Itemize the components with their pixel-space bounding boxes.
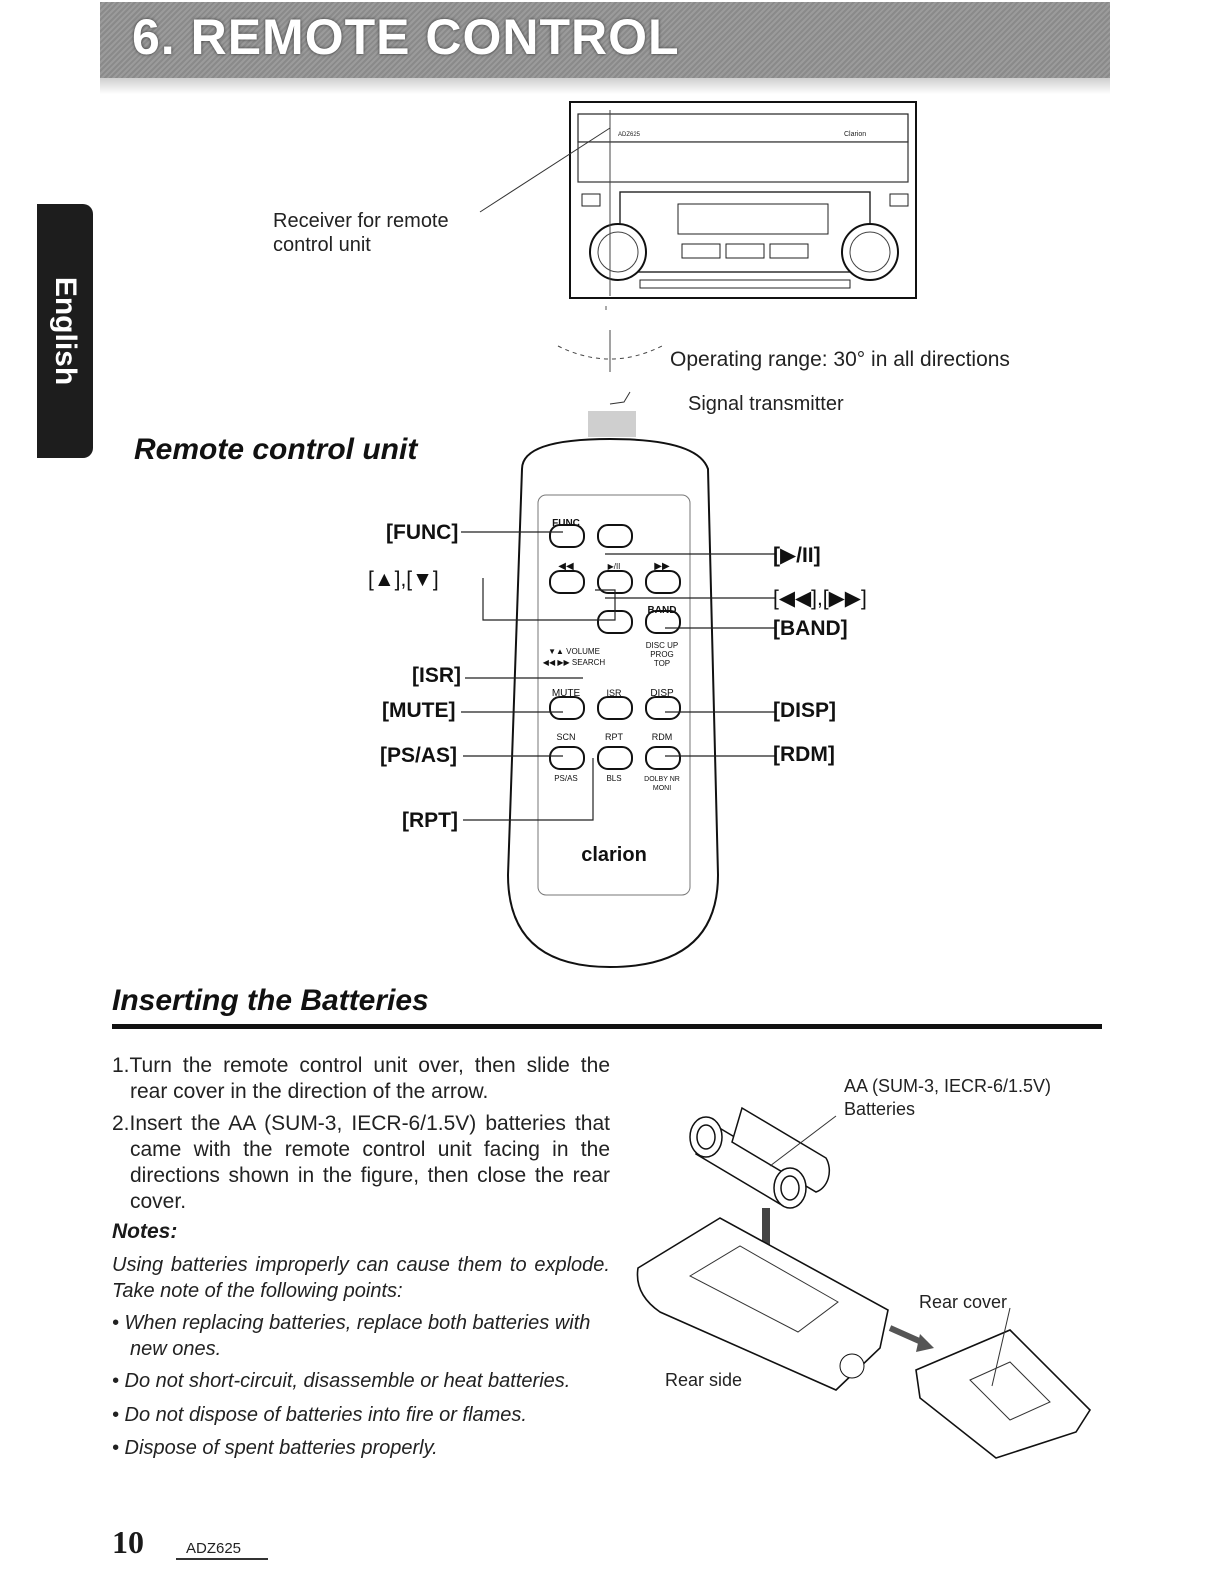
callout-band: [BAND] — [773, 617, 848, 640]
callout-mute: [MUTE] — [382, 699, 456, 722]
remote-brand: clarion — [581, 844, 647, 866]
note-4: • Dispose of spent batteries properly. — [112, 1437, 438, 1459]
receiver-label-line1: Receiver for remote — [273, 210, 449, 232]
battery-insertion-illustration — [636, 1106, 1092, 1459]
device-brand-left: ADZ625 — [618, 132, 641, 138]
remote-label-bls: BLS — [606, 774, 621, 783]
rear-cover-label: Rear cover — [919, 1292, 1008, 1312]
remote-label-playpause: ▶/II — [608, 562, 621, 571]
remote-label-prog: PROG — [650, 650, 674, 659]
footer-rule — [176, 1558, 268, 1560]
language-tab: English — [37, 204, 93, 458]
callout-rpt: [RPT] — [402, 809, 458, 832]
operating-range-arc — [557, 330, 663, 405]
remote-label-moni: MONI — [653, 785, 671, 792]
remote-label-disp: DISP — [650, 688, 674, 699]
step-2: 2.Insert the AA (SUM-3, IECR-6/1.5V) bat… — [112, 1112, 610, 1213]
language-tab-label: English — [49, 276, 82, 386]
remote-label-search: ◀◀ ▶▶ SEARCH — [543, 658, 606, 667]
page-number: 10 — [112, 1524, 144, 1560]
callout-ps-as: [PS/AS] — [380, 744, 458, 767]
section-rule — [112, 1024, 1102, 1029]
note-2: • Do not short-circuit, disassemble or h… — [112, 1370, 571, 1392]
remote-control-heading: Remote control unit — [134, 433, 418, 466]
callout-rew-ff: [◀◀],[▶▶] — [773, 587, 867, 610]
batteries-heading: Inserting the Batteries — [112, 984, 429, 1017]
callout-play-pause: [▶/II] — [773, 544, 821, 567]
remote-label-rew: ◀◀ — [558, 561, 574, 572]
remote-label-mute: MUTE — [552, 688, 581, 699]
remote-label-scn: SCN — [556, 732, 575, 742]
device-brand-right: Clarion — [844, 131, 866, 138]
header-fade — [100, 78, 1110, 94]
remote-label-band: BAND — [648, 605, 677, 616]
remote-label-isr: ISR — [606, 688, 622, 698]
remote-label-dolby: DOLBY NR — [644, 776, 680, 783]
rear-side-label: Rear side — [665, 1370, 743, 1390]
remote-label-disc-up: DISC UP — [646, 641, 678, 650]
remote-label-psas: PS/AS — [554, 774, 578, 783]
callout-leader-lines — [461, 531, 775, 821]
callout-rdm: [RDM] — [773, 743, 835, 766]
note-3: • Do not dispose of batteries into fire … — [112, 1404, 527, 1426]
callout-disp: [DISP] — [773, 699, 836, 722]
operating-range-label: Operating range: 30° in all directions — [670, 348, 1010, 371]
notes-heading: Notes: — [112, 1220, 178, 1243]
battery-label-line1: AA (SUM-3, IECR-6/1.5V) — [844, 1076, 1052, 1096]
page-title: 6. REMOTE CONTROL — [132, 9, 680, 65]
remote-label-rpt: RPT — [605, 732, 624, 742]
remote-control-illustration: FUNC ◀◀ ▶/II ▶▶ BAND ▼▲ VOLUME ◀◀ ▶▶ SEA… — [506, 411, 720, 969]
model-number: ADZ625 — [186, 1540, 242, 1557]
notes-intro: Using batteries improperly can cause the… — [112, 1254, 610, 1302]
remote-label-ff: ▶▶ — [654, 561, 670, 572]
header-band — [100, 2, 1110, 78]
remote-label-func: FUNC — [552, 518, 580, 529]
remote-label-volume: ▼▲ VOLUME — [548, 647, 600, 656]
remote-label-top: TOP — [654, 659, 670, 668]
step-1: 1.Turn the remote control unit over, the… — [112, 1054, 610, 1103]
battery-label-line2: Batteries — [844, 1099, 916, 1119]
receiver-leader-line — [479, 127, 611, 213]
signal-transmitter-label: Signal transmitter — [688, 393, 844, 415]
remote-label-rdm: RDM — [652, 732, 673, 742]
note-1: • When replacing batteries, replace both… — [112, 1312, 591, 1360]
callout-func: [FUNC] — [386, 521, 459, 544]
head-unit-illustration: ADZ625 Clarion — [569, 101, 917, 310]
signal-transmitter-window — [588, 411, 636, 437]
callout-isr: [ISR] — [412, 664, 461, 687]
receiver-label-line2: control unit — [273, 234, 371, 256]
callout-up-down: [▲],[▼] — [368, 568, 439, 591]
